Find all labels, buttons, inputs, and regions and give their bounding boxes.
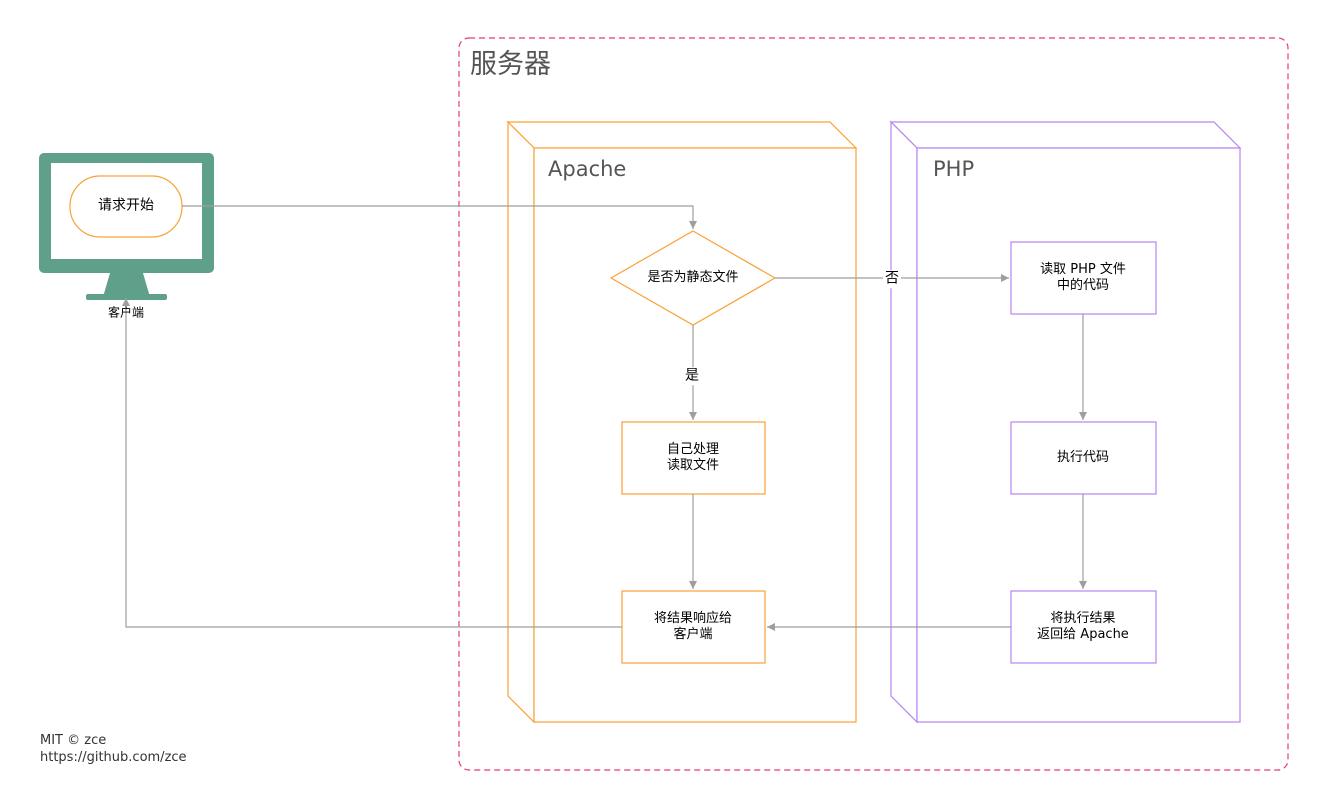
return-to-apache-label: 将执行结果 返回给 Apache xyxy=(1037,610,1129,642)
request-start-label: 请求开始 xyxy=(98,197,154,214)
repo-url: https://github.com/zce xyxy=(40,750,187,765)
server-title: 服务器 xyxy=(470,49,551,80)
php-title: PHP xyxy=(933,157,975,181)
edge-label-no: 否 xyxy=(883,270,901,288)
apache-title: Apache xyxy=(548,157,627,181)
edge-respond-to-client xyxy=(122,298,622,628)
edge-label-yes: 是 xyxy=(683,367,701,385)
client-caption: 客户端 xyxy=(107,305,145,320)
respond-client-label: 将结果响应给 客户端 xyxy=(653,610,733,642)
server-boundary xyxy=(458,37,1289,771)
return-to-apache-node xyxy=(1010,590,1157,664)
execute-code-node xyxy=(1010,421,1157,495)
self-process-node xyxy=(621,421,766,495)
edge-start-to-decision xyxy=(182,205,697,229)
license-text: MIT © zce xyxy=(40,733,107,748)
static-file-decision-label: 是否为静态文件 xyxy=(647,269,739,285)
self-process-label: 自己处理 读取文件 xyxy=(666,441,720,473)
read-php-label: 读取 PHP 文件 中的代码 xyxy=(1040,261,1126,293)
execute-code-label: 执行代码 xyxy=(1056,449,1110,465)
respond-client-node xyxy=(621,590,766,664)
